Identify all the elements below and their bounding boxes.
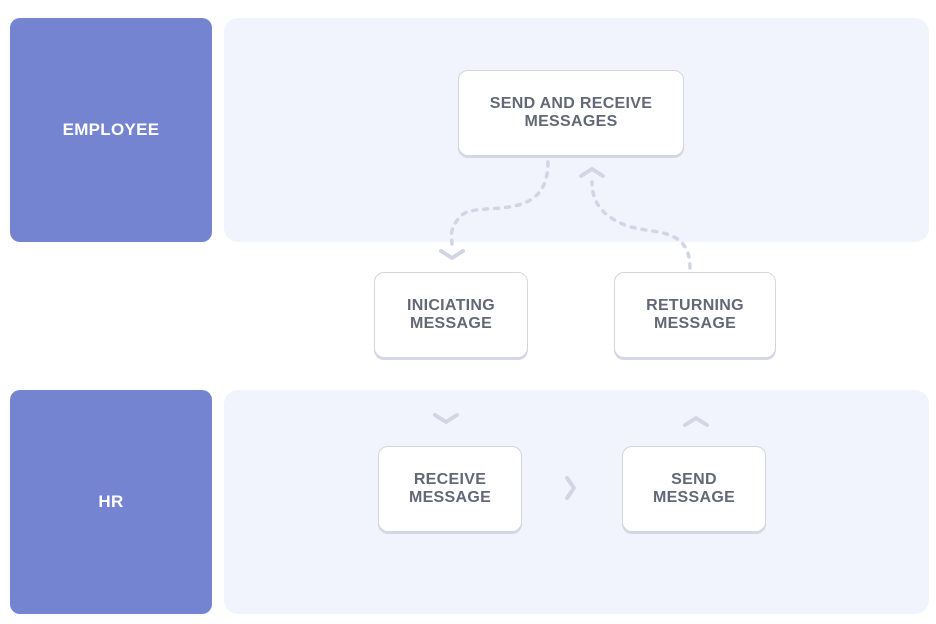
node-receive-message: RECEIVE MESSAGE bbox=[378, 446, 522, 532]
lane-label-hr-text: HR bbox=[98, 492, 124, 511]
lane-label-hr: HR bbox=[10, 390, 212, 614]
node-initiating-message-label: INICIATING MESSAGE bbox=[406, 297, 496, 332]
lane-area-hr bbox=[224, 390, 929, 614]
chevron-down-icon bbox=[439, 249, 465, 260]
node-returning-message: RETURNING MESSAGE bbox=[614, 272, 776, 358]
node-returning-message-label: RETURNING MESSAGE bbox=[646, 297, 744, 332]
lane-label-employee-text: EMPLOYEE bbox=[62, 120, 160, 139]
node-send-message-label: SEND MESSAGE bbox=[652, 471, 736, 506]
node-send-and-receive-messages: SEND AND RECEIVE MESSAGES bbox=[458, 70, 684, 156]
node-send-message: SEND MESSAGE bbox=[622, 446, 766, 532]
node-receive-message-label: RECEIVE MESSAGE bbox=[408, 471, 492, 506]
lane-label-employee: EMPLOYEE bbox=[10, 18, 212, 242]
node-send-and-receive-messages-label: SEND AND RECEIVE MESSAGES bbox=[489, 95, 653, 130]
node-initiating-message: INICIATING MESSAGE bbox=[374, 272, 528, 358]
